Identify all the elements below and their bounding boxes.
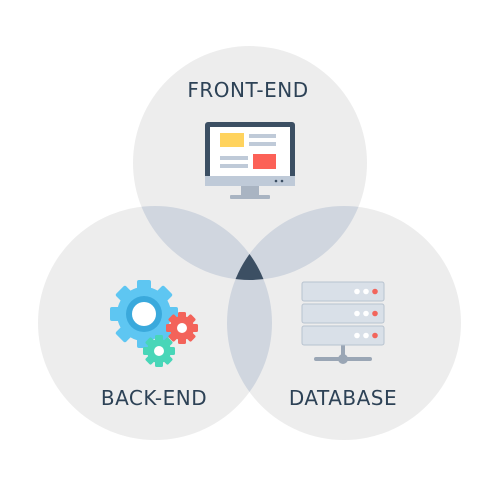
front-end-label: FRONT-END bbox=[187, 78, 309, 102]
database-label: DATABASE bbox=[288, 386, 398, 410]
back-end-label: BACK-END bbox=[100, 386, 208, 410]
overlap-front-database bbox=[227, 206, 367, 280]
overlap-front-back bbox=[133, 206, 272, 280]
server-icon bbox=[301, 281, 385, 364]
gears-icon bbox=[110, 280, 198, 367]
monitor-icon bbox=[205, 122, 295, 199]
